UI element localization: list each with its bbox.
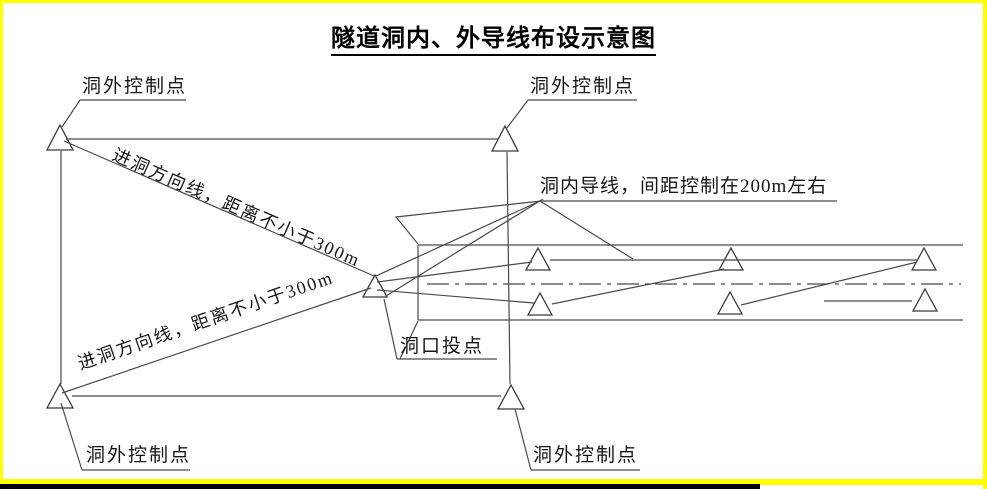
- leader-top-right-arm: [506, 99, 529, 129]
- label-control-point-bottom-right: 洞外控制点: [533, 445, 639, 466]
- leg-portal-to-lower1: [376, 289, 535, 304]
- triangle-control-bottom-left: [45, 382, 75, 409]
- label-control-point-top-left: 洞外控制点: [82, 76, 188, 97]
- leader-traverse-to-leg: [539, 200, 634, 260]
- label-control-point-top-right: 洞外控制点: [530, 76, 636, 97]
- triangle-traverse-upper-1: [524, 246, 552, 271]
- triangle-traverse-upper-2: [717, 246, 745, 271]
- leg-portal-to-upper1: [376, 261, 533, 283]
- frame-border-left: [0, 0, 3, 489]
- triangle-control-bottom-right: [496, 383, 526, 410]
- bottom-edge-strip: [0, 484, 760, 489]
- triangle-traverse-lower-3: [911, 287, 939, 312]
- outer-rect-right-edge: [506, 151, 511, 385]
- diagram-title-row: 隧道洞内、外导线布设示意图: [0, 18, 987, 56]
- outer-control-rectangle: [60, 138, 511, 397]
- survey-triangle-markers: [45, 123, 939, 410]
- leader-portal-to-triangle: [383, 298, 398, 360]
- tunnel-outline: [417, 244, 963, 321]
- diagram-title: 隧道洞内、外导线布设示意图: [331, 18, 656, 56]
- leader-lines: [60, 99, 837, 471]
- approach-direction-lines: [61, 140, 375, 394]
- leg-lower1-to-upper2: [551, 268, 725, 305]
- leader-portal-to-corner: [399, 320, 419, 360]
- tunnel-traverse-legs: [376, 259, 918, 306]
- triangle-portal-projection: [361, 273, 389, 298]
- triangle-traverse-lower-2: [716, 290, 744, 315]
- approach-line-lower: [61, 287, 372, 394]
- leader-traverse-to-portal-base: [385, 198, 544, 297]
- approach-line-upper: [63, 140, 375, 277]
- leg-lower2-to-upper3: [740, 261, 918, 306]
- label-control-point-bottom-left: 洞外控制点: [86, 445, 192, 466]
- label-portal-projection-point: 洞口投点: [400, 336, 485, 357]
- triangle-traverse-upper-3: [910, 246, 938, 271]
- leader-traverse-to-tunnel-corner: [394, 200, 542, 245]
- leader-traverse-to-portal-apex: [375, 200, 541, 277]
- frame-border-bottom: [0, 479, 987, 485]
- triangle-traverse-lower-1: [526, 291, 554, 316]
- frame-border-top: [0, 0, 987, 3]
- label-inner-traverse-note: 洞内导线，间距控制在200m左右: [540, 176, 828, 197]
- leader-bottom-right-arm: [514, 408, 532, 471]
- triangle-control-top-left: [45, 123, 75, 151]
- frame-border-right: [983, 0, 987, 489]
- triangle-control-top-right: [490, 124, 520, 152]
- leader-bottom-left-arm: [60, 402, 83, 471]
- leader-top-left-arm: [61, 99, 81, 128]
